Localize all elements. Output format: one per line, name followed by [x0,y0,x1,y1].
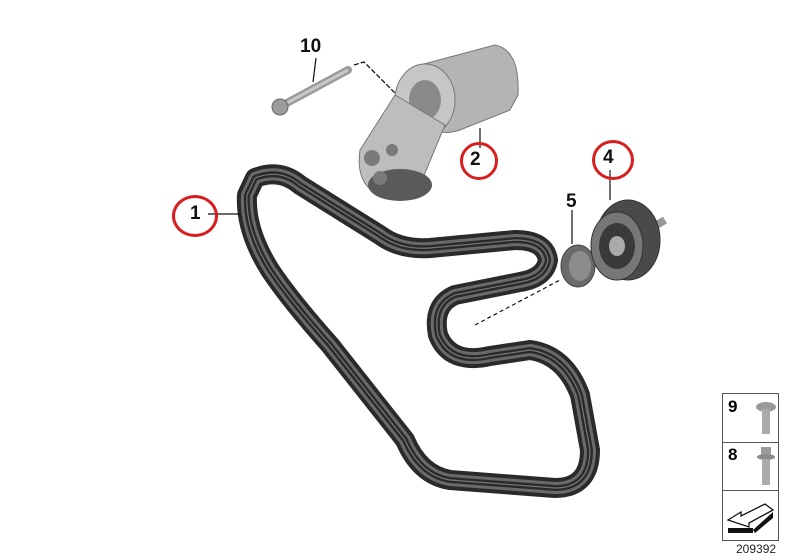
kit-item-8[interactable]: 8 [723,442,778,491]
callout-1: 1 [190,203,201,224]
highlight-ring-2 [460,142,498,180]
direction-arrow-icon [726,503,775,533]
kit-item-9[interactable]: 9 [723,394,778,443]
highlight-ring-4 [592,140,634,180]
bolt-part[interactable] [271,66,352,116]
diagram-id: 209392 [736,542,777,556]
callout-2: 2 [470,149,481,170]
flange-bolt-icon [757,447,775,485]
kit-box: 9 8 [722,393,779,541]
callout-4: 4 [603,147,614,168]
kit-item-number: 8 [728,445,738,464]
pulley-cap-part[interactable] [560,244,596,288]
callout-10: 10 [300,36,322,57]
idler-pulley-part[interactable] [590,199,668,281]
countersunk-screw-icon [756,402,776,434]
callout-5: 5 [566,191,577,212]
kit-item-number: 9 [728,397,738,416]
highlight-ring-1 [172,195,218,237]
kit-direction-cell [723,490,778,540]
belt-tensioner-part[interactable] [358,44,519,201]
drive-belt[interactable] [236,164,600,498]
